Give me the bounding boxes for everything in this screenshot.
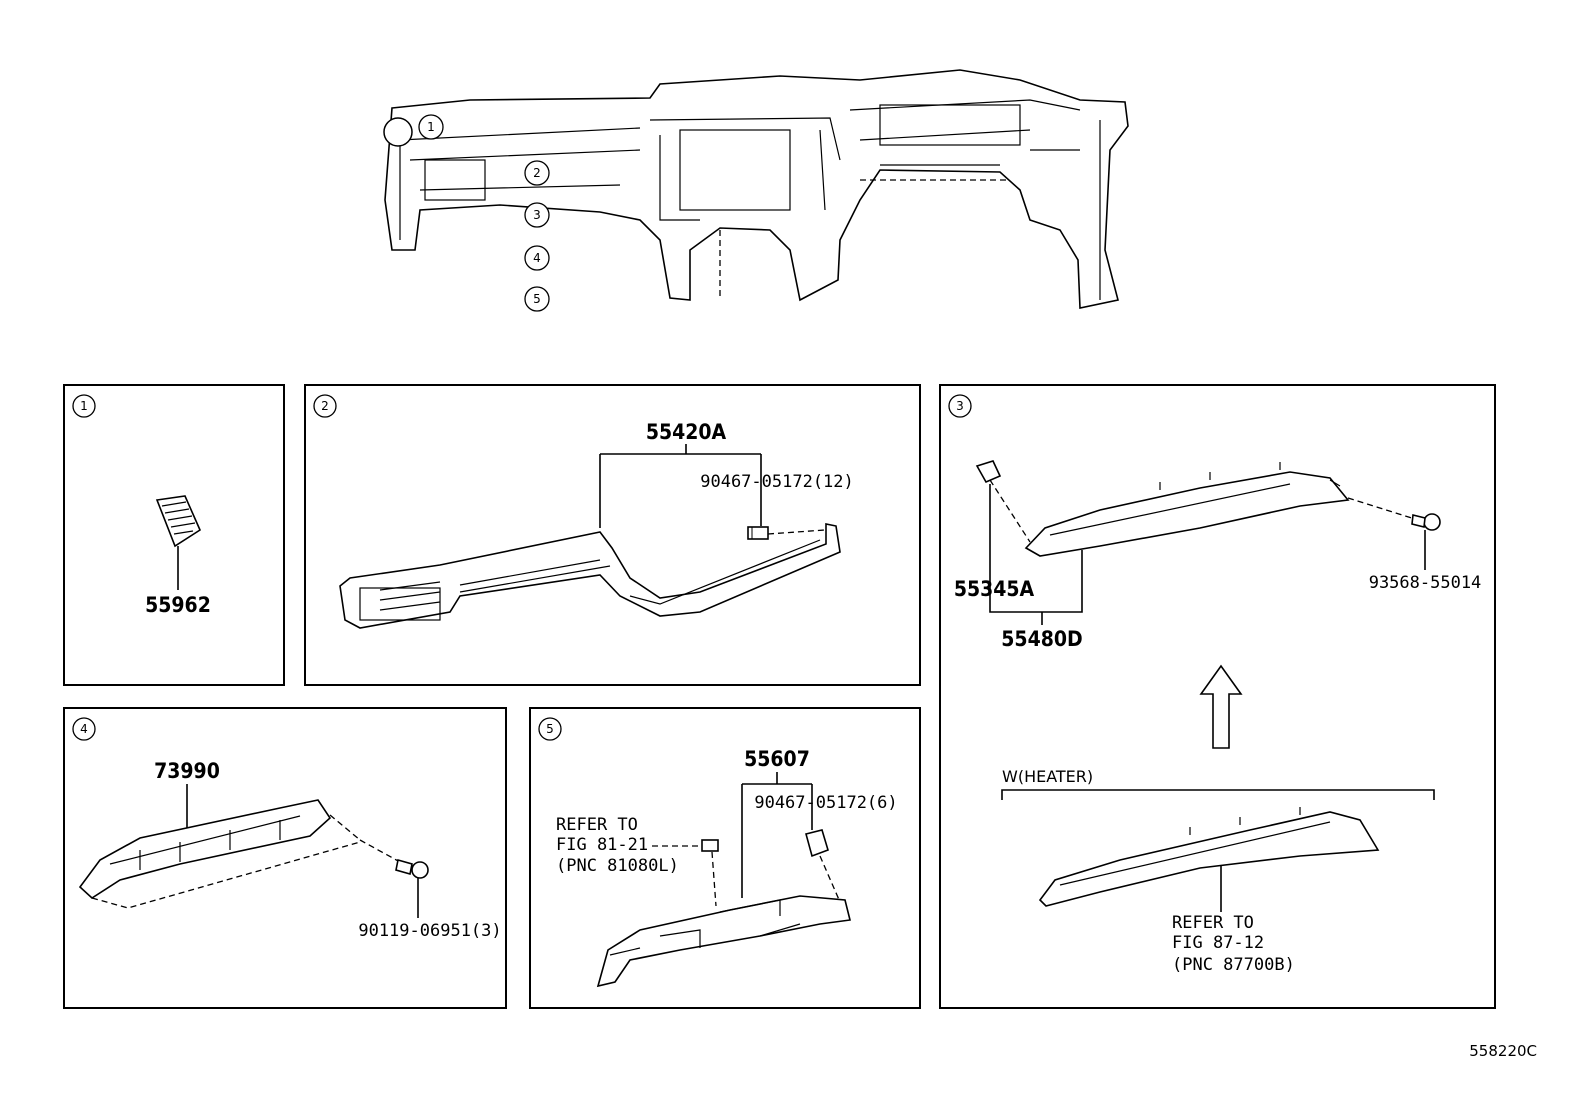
figure-id: 558220C — [1469, 1042, 1537, 1060]
part-55607[interactable]: 55607 — [744, 747, 810, 771]
refer-81-21-line2[interactable]: FIG 81-21 — [556, 835, 648, 855]
bolt-icon — [395, 858, 429, 879]
part-90119-06951-3[interactable]: 90119-06951(3) — [358, 921, 501, 941]
part-93568-55014[interactable]: 93568-55014 — [1369, 573, 1482, 593]
refer-87-12-line3: (PNC 87700B) — [1172, 955, 1295, 975]
part-55420A[interactable]: 55420A — [646, 420, 727, 444]
panel-2: 2 55420A 90467-05172(12) — [304, 384, 921, 686]
part-90467-05172-12[interactable]: 90467-05172(12) — [700, 472, 854, 492]
callout-3[interactable]: 3 — [524, 202, 550, 228]
panel-3-number: 3 — [956, 399, 964, 413]
panel-5-number: 5 — [546, 722, 554, 736]
clip-icon — [975, 460, 1002, 484]
dashboard-overview-illustration — [383, 69, 1129, 309]
panel-5: 5 55607 90467-05172(6) REFER TO FIG 81-2… — [529, 707, 921, 1009]
part-55480D[interactable]: 55480D — [1001, 627, 1082, 651]
svg-text:5: 5 — [533, 292, 541, 306]
clip-icon — [805, 829, 829, 858]
svg-text:4: 4 — [533, 251, 541, 265]
refer-81-21-line1: REFER TO — [556, 815, 638, 835]
svg-text:2: 2 — [533, 166, 541, 180]
part-55962[interactable]: 55962 — [145, 593, 211, 617]
refer-87-12-line1: REFER TO — [1172, 913, 1254, 933]
callout-4[interactable]: 4 — [524, 245, 550, 271]
part-90467-05172-6[interactable]: 90467-05172(6) — [754, 793, 897, 813]
refer-81-21-line3: (PNC 81080L) — [556, 856, 679, 876]
panel-1: 1 55962 — [63, 384, 285, 686]
clip-icon — [701, 839, 719, 852]
callout-1[interactable]: 1 — [418, 114, 444, 140]
part-73990[interactable]: 73990 — [154, 759, 220, 783]
callout-2[interactable]: 2 — [524, 160, 550, 186]
panel-3: 3 93568-55014 55345A 55480D W(HEATER) RE… — [939, 384, 1496, 1009]
panel-1-number: 1 — [80, 399, 88, 413]
part-55345A[interactable]: 55345A — [954, 577, 1035, 601]
refer-87-12-line2[interactable]: FIG 87-12 — [1172, 933, 1264, 953]
panel-2-number: 2 — [321, 399, 329, 413]
svg-text:3: 3 — [533, 208, 541, 222]
clip-icon — [747, 526, 769, 540]
arrow-up-icon — [1199, 664, 1243, 749]
bolt-icon — [1411, 513, 1441, 531]
panel-4: 4 73990 90119-06951(3) — [63, 707, 507, 1009]
callout-5[interactable]: 5 — [524, 286, 550, 312]
vent-icon — [155, 495, 202, 548]
condition-w-heater: W(HEATER) — [1002, 767, 1093, 786]
svg-text:1: 1 — [427, 120, 435, 134]
panel-4-number: 4 — [80, 722, 88, 736]
